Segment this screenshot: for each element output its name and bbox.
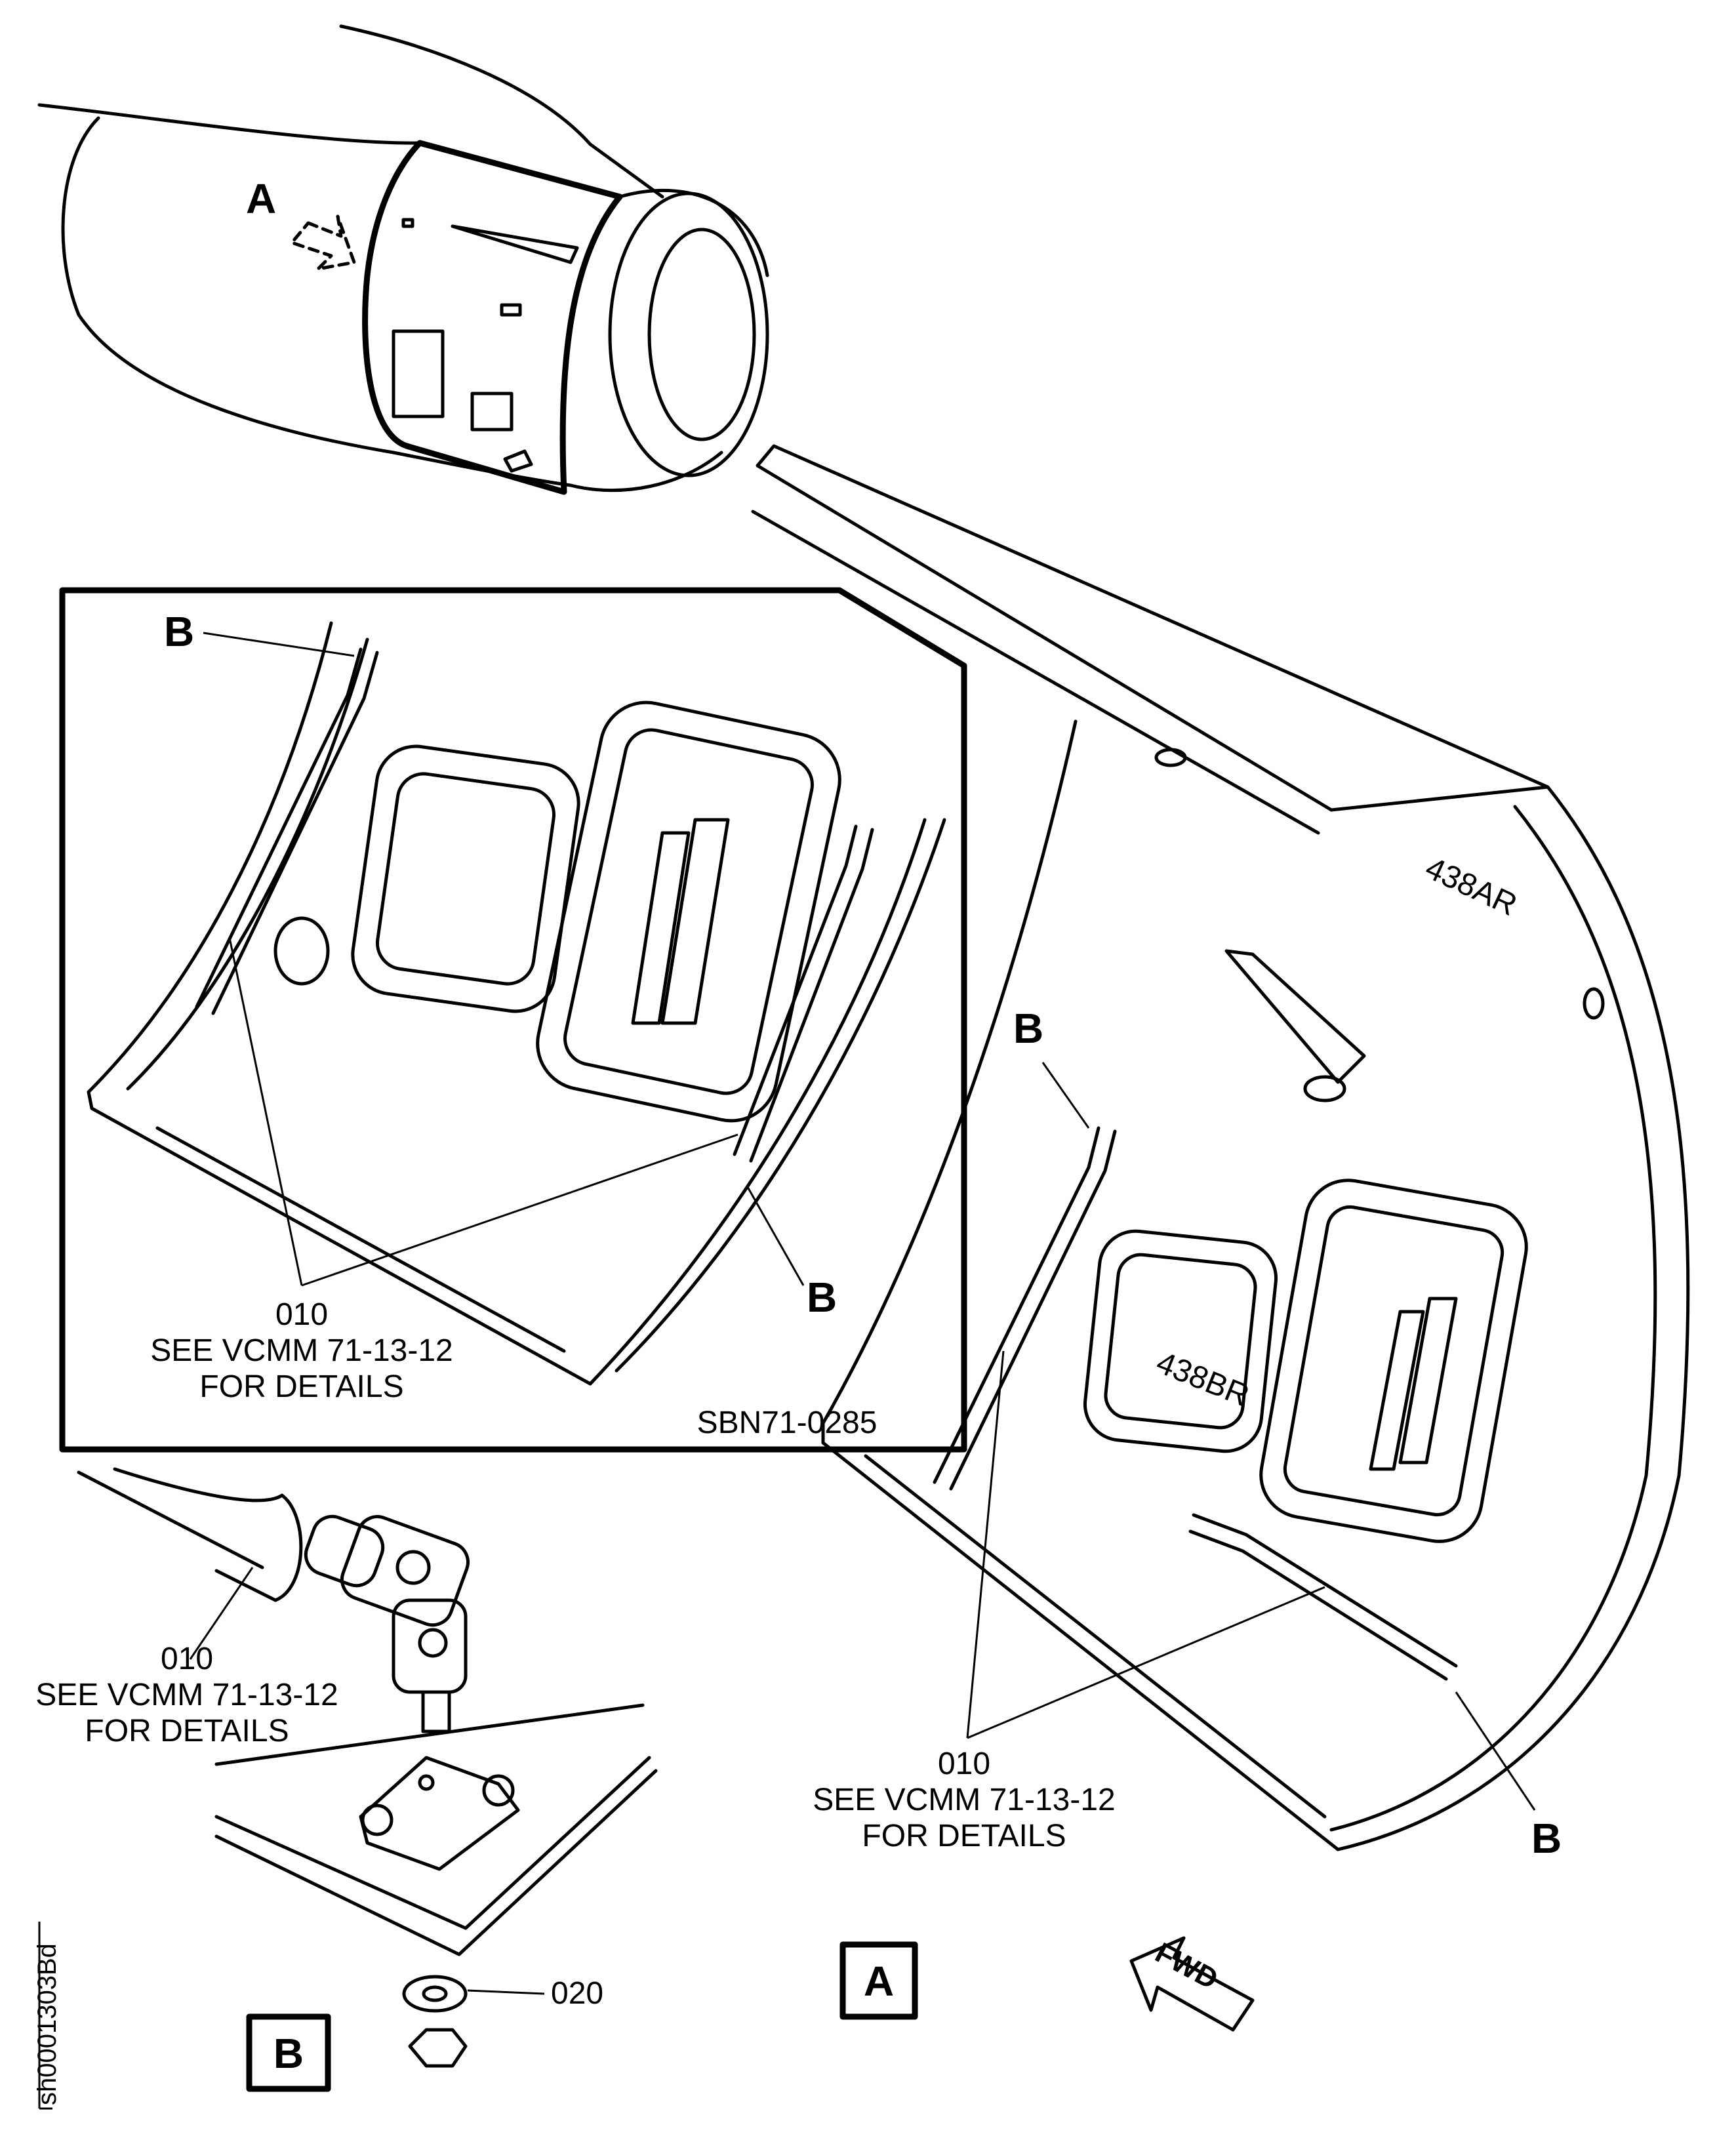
nut <box>408 2028 468 2068</box>
inset-callout-item: 010 <box>275 1297 328 1332</box>
drawing-id: sh0001303Bd <box>33 1922 62 2110</box>
panel-label-438ar: 438AR <box>1420 851 1522 923</box>
main-callout-details: FOR DETAILS <box>862 1819 1066 1853</box>
inset-callout-details: FOR DETAILS <box>199 1369 403 1404</box>
strut-b-label-inset-bottom: B <box>807 1274 837 1321</box>
view-a-box-label: A <box>864 1958 894 2005</box>
inset-cowl-panel: B B 010 SEE VCMM 71-13-12 FOR DETAILS SB… <box>59 587 967 1453</box>
main-view-a-cowl: 438AR 438BR B B 010 SEE VCMM 71-13-12 FO… <box>751 444 1690 1862</box>
top-hinge-panel <box>756 444 1550 812</box>
detail-b-attachment: 010 SEE VCMM 71-13-12 FOR DETAILS 020 <box>35 1467 658 2068</box>
inset-callout-ref: SEE VCMM 71-13-12 <box>150 1333 453 1368</box>
view-a-box: A <box>839 1941 918 2020</box>
main-callout-item: 010 <box>938 1746 990 1781</box>
view-a-label: A <box>246 175 276 222</box>
view-a-arrow <box>290 214 356 271</box>
engine-nacelle-overview: A <box>37 24 769 495</box>
washer-callout-item: 020 <box>551 1976 603 2011</box>
drawing-id-label: sh0001303Bd <box>33 1943 62 2105</box>
strut-b-label-main-upper: B <box>1013 1005 1043 1052</box>
view-b-box: B <box>246 2013 331 2092</box>
washer-020 <box>402 1975 468 2013</box>
main-callout-ref: SEE VCMM 71-13-12 <box>813 1783 1116 1817</box>
view-b-box-label: B <box>273 2030 304 2077</box>
fan-cowl-panel <box>362 140 623 495</box>
inset-frame <box>59 587 967 1453</box>
strut-b-label-main-lower: B <box>1531 1815 1562 1862</box>
service-bulletin-ref: SBN71-0285 <box>697 1405 878 1440</box>
detail-callout-details: FOR DETAILS <box>85 1714 289 1748</box>
detail-callout-ref: SEE VCMM 71-13-12 <box>35 1678 338 1712</box>
fwd-arrow-icon: FWD <box>1129 1936 1255 2032</box>
strut-b-label-inset-top: B <box>164 608 194 655</box>
detail-callout-item: 010 <box>161 1642 213 1676</box>
panel-label-438br: 438BR <box>1152 1345 1254 1413</box>
